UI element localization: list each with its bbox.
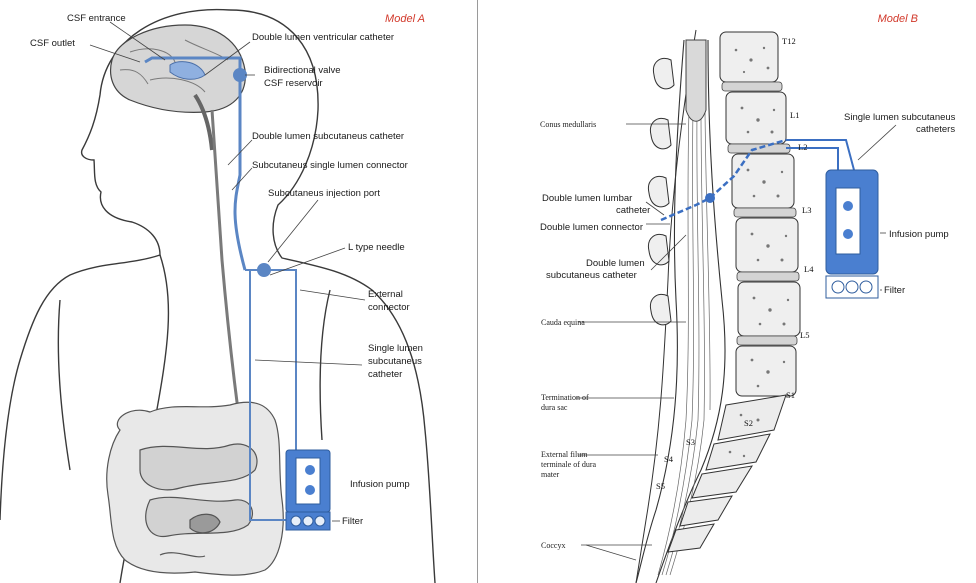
brain xyxy=(111,25,246,150)
model-b-title: Model B xyxy=(878,13,918,25)
label-valve-line2: CSF reservoir xyxy=(264,78,323,89)
label-ventricular-catheter: Double lumen ventricular catheter xyxy=(252,32,394,43)
label-ext-connector-1: External xyxy=(368,289,403,300)
vertebra-label-l1: L1 xyxy=(790,110,799,120)
label-pump-a: Infusion pump xyxy=(350,479,410,490)
label-cauda: Cauda equina xyxy=(541,318,585,327)
injection-port xyxy=(257,263,271,277)
vertebra-label-s2: S2 xyxy=(744,418,753,428)
label-ext-connector-2: connector xyxy=(368,302,410,313)
label-valve-line1: Bidirectional valve xyxy=(264,65,341,76)
label-dl-subcut-2: subcutaneus catheter xyxy=(546,270,637,281)
dl-connector xyxy=(705,193,715,203)
sacrum-s4 xyxy=(680,496,732,526)
label-filter-a: Filter xyxy=(342,516,363,527)
conus-medullaris xyxy=(686,40,706,121)
vertebra-label-s3: S3 xyxy=(686,437,695,447)
model-a-title: Model A xyxy=(385,13,425,25)
vertebra-l5 xyxy=(736,346,796,396)
label-single-lumen-3: catheter xyxy=(368,369,402,380)
vertebra-label-l4: L4 xyxy=(804,264,814,274)
vertebra-label-l2: L2 xyxy=(798,142,807,152)
label-subcut-catheter: Double lumen subcutaneus catheter xyxy=(252,131,404,142)
model-b-panel: Model B Conus medullaris Double lumen lu… xyxy=(486,0,976,583)
sacrum-s2 xyxy=(706,434,770,470)
vertebra-label-s4: S4 xyxy=(664,454,674,464)
single-subcut-catheters xyxy=(786,140,854,170)
vertebra-label-s1: S1 xyxy=(786,390,795,400)
label-single-lumen-1: Single lumen xyxy=(368,343,423,354)
subcutaneous-catheter xyxy=(235,75,245,270)
label-conus: Conus medullaris xyxy=(540,120,596,129)
label-filter-b: Filter xyxy=(884,285,905,296)
label-csf-entrance: CSF entrance xyxy=(67,13,126,24)
model-b-diagram: Model B Conus medullaris Double lumen lu… xyxy=(486,0,976,583)
label-termination-2: dura sac xyxy=(541,403,568,412)
label-injection-port: Subcutaneus injection port xyxy=(268,188,380,199)
panel-divider xyxy=(477,0,478,583)
label-single-subcut-2: catheters xyxy=(916,124,955,135)
label-connector: Subcutaneus single lumen connector xyxy=(252,160,408,171)
vertebra-l1 xyxy=(726,92,786,144)
label-single-subcut-1: Single lumen subcutaneus xyxy=(844,112,956,123)
label-termination-1: Termination of xyxy=(541,393,589,402)
vertebra-label-l5: L5 xyxy=(800,330,809,340)
label-filum-3: mater xyxy=(541,470,560,479)
spinous-processes xyxy=(648,58,674,324)
label-dl-subcut-1: Double lumen xyxy=(586,258,645,269)
label-single-lumen-2: subcutaneus xyxy=(368,356,422,367)
label-filum-2: terminale of dura xyxy=(541,460,597,469)
bidirectional-valve xyxy=(233,68,247,82)
infusion-pump-b xyxy=(826,170,878,298)
label-csf-outlet: CSF outlet xyxy=(30,38,75,49)
model-a-diagram: Model A CSF entrance CSF outlet Double l… xyxy=(0,0,470,583)
label-dl-connector: Double lumen connector xyxy=(540,222,643,233)
vertebra-label-l3: L3 xyxy=(802,205,811,215)
vertebra-label-s5: S5 xyxy=(656,481,665,491)
label-lumbar-catheter-1: Double lumen lumbar xyxy=(542,193,632,204)
model-a-panel: Model A CSF entrance CSF outlet Double l… xyxy=(0,0,470,583)
label-pump-b: Infusion pump xyxy=(889,229,949,240)
label-coccyx: Coccyx xyxy=(541,541,565,550)
intestines xyxy=(107,402,283,575)
label-l-needle: L type needle xyxy=(348,242,405,253)
label-filum-1: External filum xyxy=(541,450,588,459)
vertebra-t12 xyxy=(720,32,778,82)
label-lumbar-catheter-2: catheter xyxy=(616,205,650,216)
infusion-pump-a xyxy=(286,450,330,530)
vertebra-label-t12: T12 xyxy=(782,36,796,46)
